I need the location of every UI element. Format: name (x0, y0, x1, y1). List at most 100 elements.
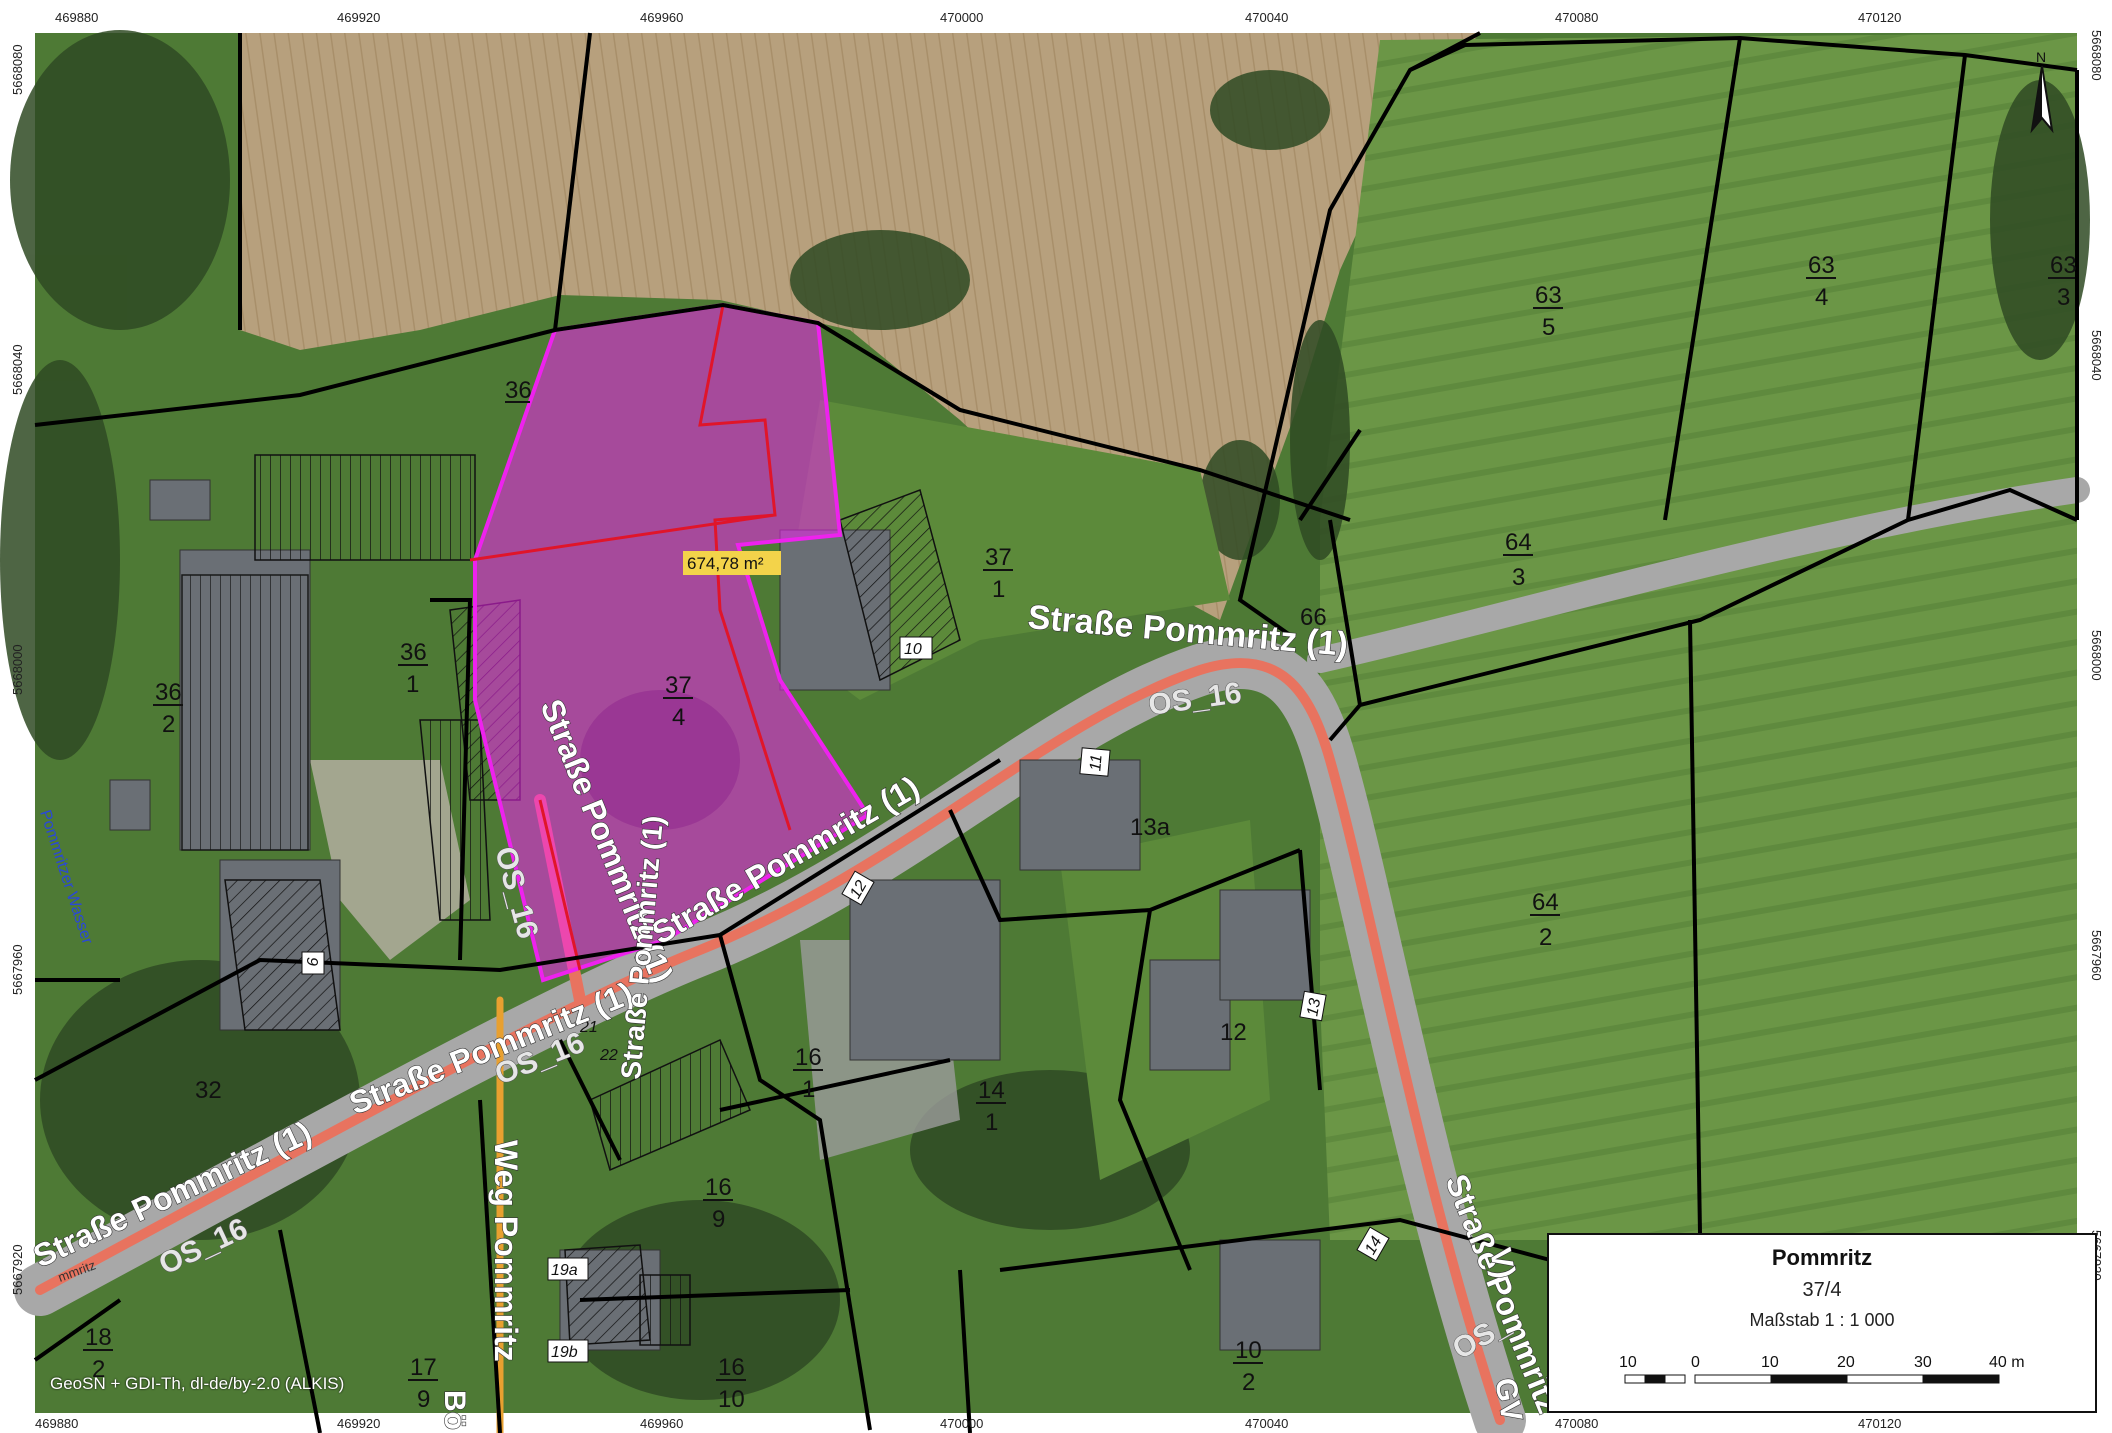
parcel-16-1-num: 16 (795, 1044, 822, 1071)
scale-label-5: 40 m (1989, 1354, 2025, 1371)
coord-top-4: 470040 (1245, 10, 1288, 25)
coord-top-3: 470000 (940, 10, 983, 25)
coord-bottom-0: 469880 (35, 1416, 78, 1431)
parcel-17-9-den: 9 (417, 1386, 430, 1413)
coord-left-3: 5667960 (10, 944, 25, 995)
house-numbers: 10 11 12 13 14 9 19a 19b 21 22 (301, 636, 1390, 1363)
road-label-bo: Bö (438, 1390, 471, 1430)
area-label: 674,78 m² (687, 554, 764, 573)
parcel-36-2-den: 2 (162, 711, 175, 738)
scale-label-4: 30 (1914, 1354, 1932, 1371)
coord-left-0: 5668080 (10, 44, 25, 95)
parcel-10-2-den: 2 (1242, 1369, 1255, 1396)
parcel-14-1-den: 1 (985, 1109, 998, 1136)
parcel-boundaries (33, 31, 2079, 1433)
parcel-14-1-num: 14 (978, 1077, 1005, 1104)
coord-bottom-2: 469960 (640, 1416, 683, 1431)
coord-top-5: 470080 (1555, 10, 1598, 25)
parcel-37-1-num: 37 (985, 544, 1012, 571)
parcel-16-1-den: 1 (802, 1076, 815, 1103)
north-arrow-icon: N (2030, 49, 2054, 134)
parcel-63-4-den: 4 (1815, 284, 1828, 311)
scale-label-2: 10 (1761, 1354, 1779, 1371)
parcel-red-lines (469, 304, 792, 971)
coord-top-1: 469920 (337, 10, 380, 25)
parcel-16-10-num: 16 (718, 1354, 745, 1381)
coord-left-2: 5668000 (10, 644, 25, 695)
house-no-13: 13 (1304, 997, 1324, 1018)
house-no-19a: 19a (551, 1262, 578, 1279)
parcel-13a: 13a (1130, 814, 1171, 841)
parcel-64-3-num: 64 (1505, 529, 1532, 556)
parcel-10-2-num: 10 (1235, 1337, 1262, 1364)
coords-right: 5668080 5668040 5668000 5667960 5667920 (2089, 30, 2104, 1281)
coords-bottom: 469880 469920 469960 470000 470040 47008… (35, 1416, 1901, 1431)
parcel-16-10-den: 10 (718, 1386, 745, 1413)
parcel-18-2-num: 18 (85, 1324, 112, 1351)
house-no-19b: 19b (551, 1344, 578, 1361)
coord-bottom-3: 470000 (940, 1416, 983, 1431)
map-credit: GeoSN + GDI-Th, dl-de/by-2.0 (ALKIS) (50, 1374, 345, 1393)
parcel-36-2-num: 36 (155, 679, 182, 706)
legend-box: Pommritz 37/4 Maßstab 1 : 1 000 10 0 10 … (1547, 1233, 2097, 1413)
house-no-14: 14 (1362, 1234, 1386, 1258)
coord-bottom-5: 470080 (1555, 1416, 1598, 1431)
house-no-10: 10 (904, 641, 922, 658)
north-arrow: N (2022, 48, 2062, 138)
coord-right-2: 5668000 (2089, 630, 2104, 681)
coord-right-0: 5668080 (2089, 30, 2104, 81)
coord-right-1: 5668040 (2089, 330, 2104, 381)
house-no-21: 21 (579, 1019, 598, 1036)
legend-parcel: 37/4 (1802, 1279, 1842, 1301)
meadow-area (1320, 33, 2077, 1240)
coord-left-1: 5668040 (10, 344, 25, 395)
legend-scale: Maßstab 1 : 1 000 (1749, 1310, 1895, 1330)
parcel-32: 32 (195, 1077, 222, 1104)
coord-top-0: 469880 (55, 10, 98, 25)
scale-bar: 10 0 10 20 30 40 m (1619, 1354, 2025, 1384)
parcel-36-1-den: 1 (406, 671, 419, 698)
parcel-37-1-den: 1 (992, 576, 1005, 603)
road-label-paren-v: V) (1483, 1245, 1521, 1280)
parcel-18-2-den: 2 (92, 1356, 105, 1383)
parcel-66: 66 (1300, 604, 1327, 631)
coord-top-6: 470120 (1858, 10, 1901, 25)
parcel-37-4-den: 4 (672, 704, 685, 731)
road-label-weg: Weg Pommritz (488, 1140, 524, 1362)
parcel-17-9-num: 17 (410, 1354, 437, 1381)
parcel-64-2-num: 64 (1532, 889, 1559, 916)
parcel-63-5-den: 5 (1542, 314, 1555, 341)
scale-label-0: 10 (1619, 1354, 1637, 1371)
coord-bottom-1: 469920 (337, 1416, 380, 1431)
parcel-16-9-num: 16 (705, 1174, 732, 1201)
coord-bottom-4: 470040 (1245, 1416, 1288, 1431)
coord-right-3: 5667960 (2089, 930, 2104, 981)
parcel-63-4-num: 63 (1808, 252, 1835, 279)
house-no-9: 9 (303, 957, 320, 966)
parcel-63-3-den: 3 (2057, 284, 2070, 311)
parcel-36-top: 36 (505, 377, 532, 404)
coord-bottom-6: 470120 (1858, 1416, 1901, 1431)
parcel-36-1-num: 36 (400, 639, 427, 666)
parcel-64-2-den: 2 (1539, 924, 1552, 951)
road-label-gv: GV (1488, 1375, 1528, 1423)
coord-top-2: 469960 (640, 10, 683, 25)
coords-left: 5668080 5668040 5668000 5667960 5667920 (10, 44, 25, 1295)
coords-top: 469880 469920 469960 470000 470040 47008… (55, 10, 1901, 25)
scale-label-3: 20 (1837, 1354, 1855, 1371)
parcel-16-9-den: 9 (712, 1206, 725, 1233)
legend-title: Pommritz (1771, 1245, 1873, 1270)
house-no-22: 22 (599, 1047, 618, 1064)
parcel-64-3-den: 3 (1512, 564, 1525, 591)
scale-label-1: 0 (1691, 1354, 1700, 1371)
coord-left-4: 5667920 (10, 1244, 25, 1295)
house-no-12: 12 (847, 878, 871, 902)
parcel-63-5-num: 63 (1535, 282, 1562, 309)
parcel-37-4-num: 37 (665, 672, 692, 699)
parcel-12: 12 (1220, 1019, 1247, 1046)
parcel-63-3-num: 63 (2050, 252, 2077, 279)
parcel-labels: 36 36 1 36 2 37 1 37 4 63 5 63 4 63 3 64… (83, 252, 2077, 1413)
north-label: N (2036, 49, 2046, 65)
area-label-bg (683, 551, 781, 575)
